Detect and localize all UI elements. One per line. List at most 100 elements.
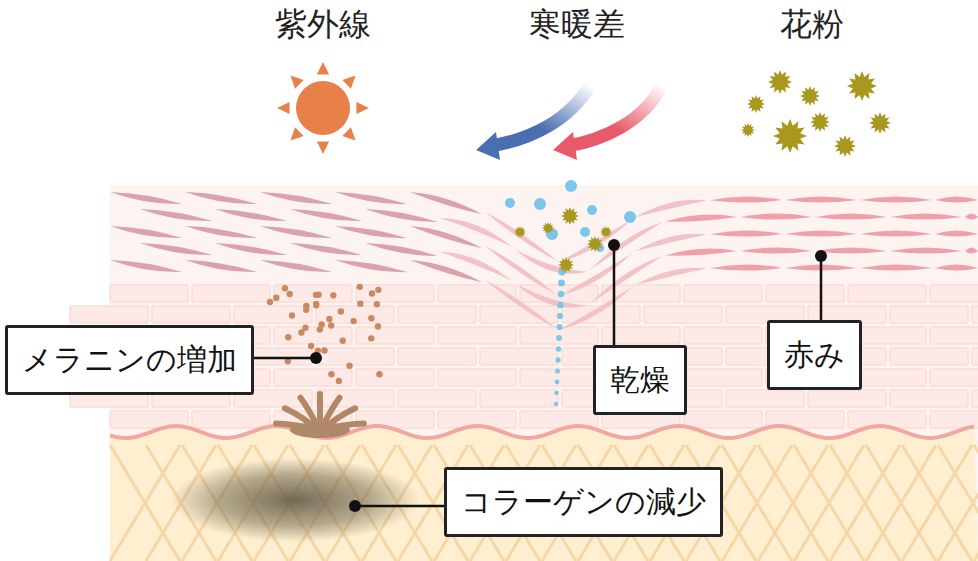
cell <box>356 327 434 344</box>
corneum-strand <box>185 192 257 204</box>
sun-ray <box>317 141 329 154</box>
leader-line <box>355 505 444 508</box>
pollen-grain <box>810 112 830 132</box>
pollen-grain <box>542 222 554 234</box>
corneum-strand <box>485 280 557 329</box>
cell <box>192 285 270 302</box>
cold-arrow <box>490 85 590 146</box>
callout-box: コラーゲンの減少 <box>444 467 723 537</box>
cell <box>808 390 886 407</box>
sun-ray <box>356 102 369 114</box>
water-drop <box>624 211 636 223</box>
water-drop <box>580 227 590 237</box>
callout-box: 乾燥 <box>593 345 687 415</box>
sun-ray <box>277 102 290 114</box>
water-drop <box>555 380 560 385</box>
melanin-dot <box>326 316 332 322</box>
stratum-corneum <box>110 192 978 330</box>
cell <box>890 390 968 407</box>
cell <box>398 348 476 365</box>
corneum-strand <box>635 200 707 218</box>
cell <box>110 285 188 302</box>
water-drop <box>587 205 597 215</box>
melanin-dots <box>267 284 383 385</box>
callout-text: 乾燥 <box>610 358 670 402</box>
corneum-strand <box>740 214 812 220</box>
corneum-strand <box>365 243 437 256</box>
cold-arrow-head <box>476 132 500 160</box>
fiber <box>110 445 180 561</box>
cell <box>356 285 434 302</box>
cell <box>848 285 926 302</box>
fiber <box>722 445 792 561</box>
melanin-dot <box>357 300 363 306</box>
cell <box>890 306 968 323</box>
melanocyte-body <box>290 422 350 438</box>
leader-dot <box>310 352 322 364</box>
corneum-strand <box>710 265 782 271</box>
pollen-grain <box>768 70 792 94</box>
callout-box: メラニンの増加 <box>5 325 254 395</box>
fiber <box>938 445 978 561</box>
sun-ray <box>290 127 303 140</box>
corneum-strand <box>260 226 332 238</box>
corneum-strand <box>935 265 978 271</box>
dermis <box>110 426 978 561</box>
corneum-strand <box>635 268 707 286</box>
water-drop <box>555 368 560 373</box>
warm-arrow-head <box>553 132 577 160</box>
cell <box>316 390 394 407</box>
melanin-dot <box>374 301 380 307</box>
corneum-strand <box>785 197 857 203</box>
water-drop <box>505 198 515 208</box>
cell <box>972 348 978 365</box>
corneum-strand <box>410 226 482 248</box>
melanin-dot <box>289 312 295 318</box>
cell <box>930 369 978 386</box>
cell <box>684 327 762 344</box>
cause-label: 紫外線 <box>275 4 371 44</box>
pollen-grain <box>773 119 807 153</box>
corneum-strand <box>665 249 737 256</box>
melanin-dot <box>376 371 382 377</box>
corneum-strand <box>560 287 632 329</box>
corneum-strand <box>140 209 212 221</box>
fiber <box>866 445 936 561</box>
melanin-dot <box>368 335 374 341</box>
fiber <box>758 445 828 561</box>
dermis-border <box>110 426 974 438</box>
cell <box>766 285 844 302</box>
sun-ray <box>342 75 355 88</box>
callout-text: コラーゲンの減少 <box>461 480 706 524</box>
water-drop <box>558 280 565 287</box>
melanin-dot <box>368 315 374 321</box>
cell <box>972 306 978 323</box>
fiber <box>974 445 978 561</box>
corneum-strand <box>365 209 437 222</box>
corneum-strand <box>860 265 932 271</box>
sun-ray <box>342 127 355 140</box>
corneum-strand <box>890 214 962 220</box>
cell <box>398 306 476 323</box>
water-drop <box>554 391 559 396</box>
melanin-dot <box>282 285 288 291</box>
water-drop <box>556 335 562 341</box>
cell <box>644 306 722 323</box>
melanin-dot <box>375 287 381 293</box>
corneum-strand <box>815 214 887 220</box>
melanin-dot <box>308 343 314 349</box>
cell <box>684 285 762 302</box>
cause-label: 花粉 <box>780 4 844 44</box>
fiber <box>722 445 792 561</box>
water-drop <box>557 313 563 319</box>
cause-label: 寒暖差 <box>529 4 625 44</box>
corneum-strand <box>110 226 182 238</box>
cell <box>234 306 312 323</box>
corneum-strand <box>290 243 362 255</box>
sun-ray <box>290 75 303 88</box>
corneum-strand <box>665 215 737 222</box>
cell <box>520 369 598 386</box>
corneum-strand <box>110 260 182 272</box>
leader-dot <box>349 500 361 512</box>
pollen-grain <box>561 207 579 225</box>
